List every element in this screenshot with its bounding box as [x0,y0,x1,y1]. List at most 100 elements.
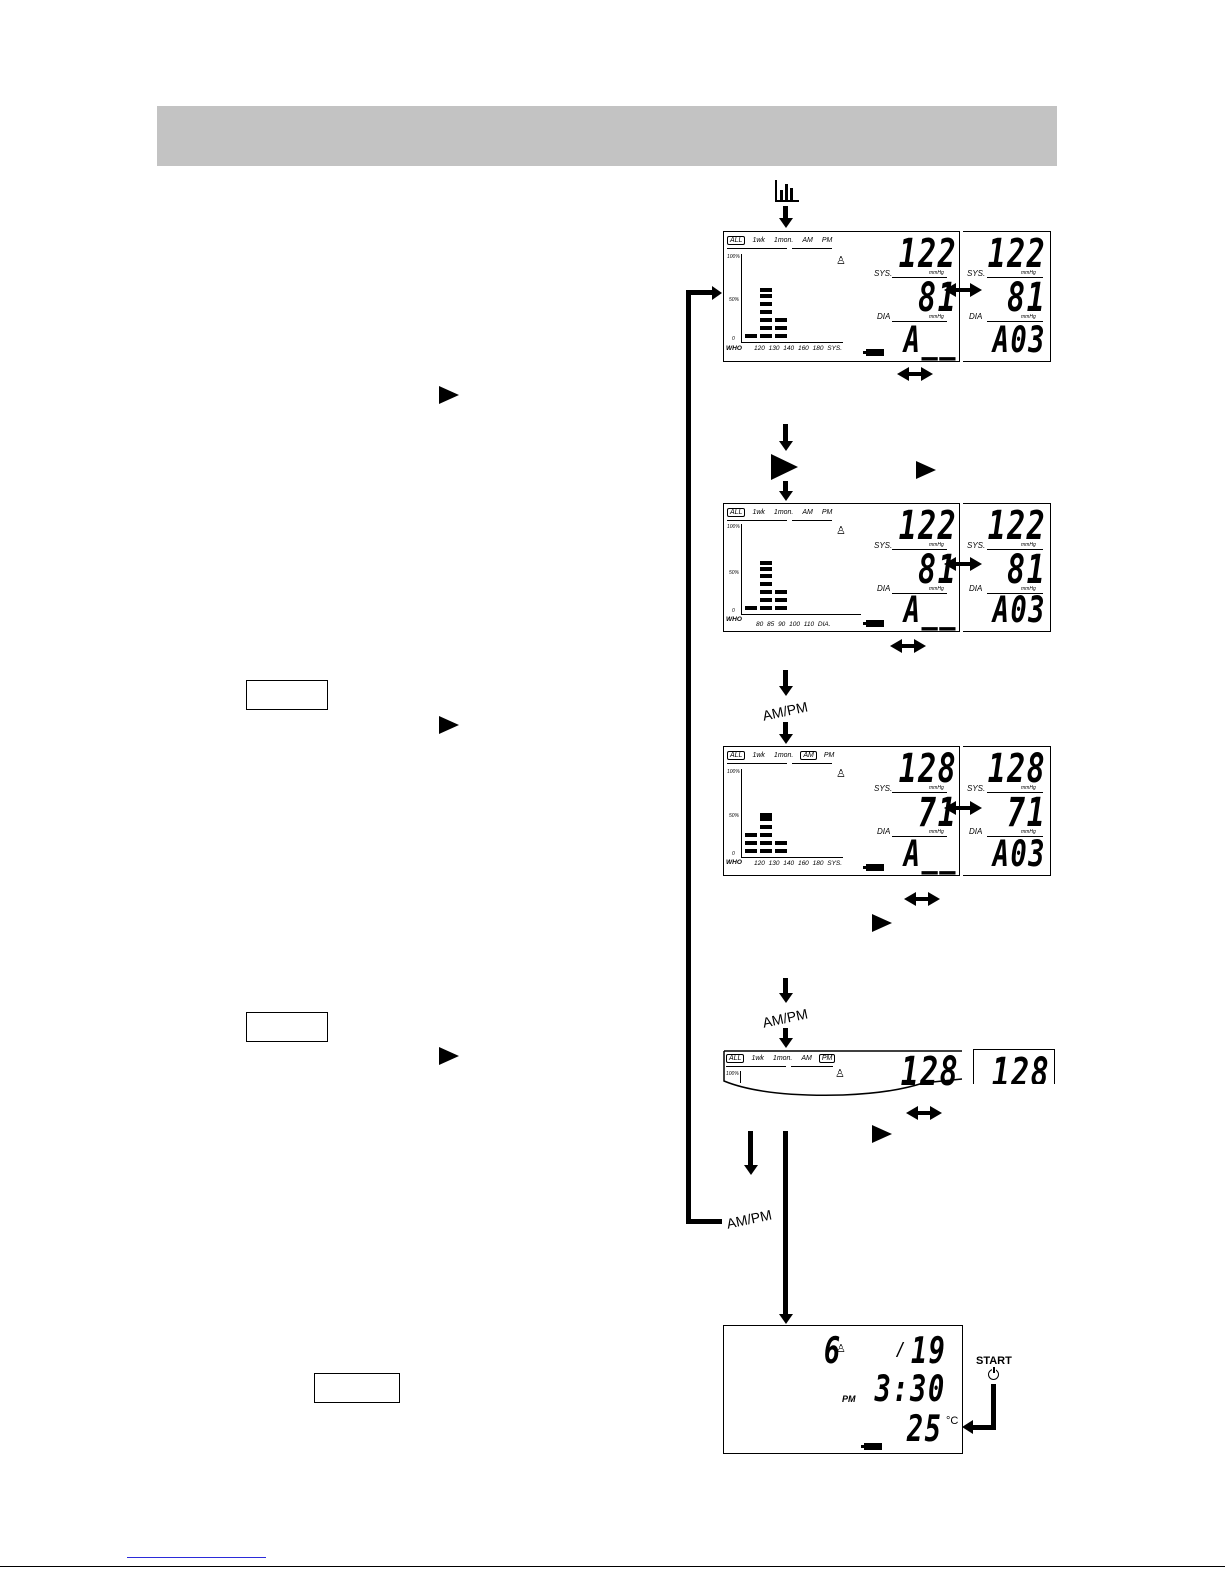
tab-1wk: 1wk [751,1055,764,1062]
lcd-clock-panel: ♙ 6 / 19 PM 3:30 25 °C [723,1325,963,1454]
next-triangle-icon [439,386,459,404]
ampm-button-label: AM/PM [725,1206,774,1232]
toggle-arrow-icon [944,557,982,571]
tab-pm: PM [821,237,833,244]
sys-value: 122 [898,231,957,277]
loop-back-line [686,290,691,1224]
toggle-arrow-icon [904,892,940,906]
flow-arrow-down [783,424,788,442]
tab-1mon: 1mon. [772,1055,793,1062]
memory-code: A03 [992,320,1046,361]
sys-value: 122 [898,503,957,549]
next-triangle-icon [916,461,936,479]
next-triangle-icon [872,1125,892,1143]
arrow-head-icon [779,1038,793,1048]
arrow-head-icon [779,1314,793,1324]
x-axis-ticks: 120 130 140 160 180 SYS. [754,345,843,352]
memory-code: A03 [992,590,1046,631]
tab-1wk: 1wk [752,509,765,516]
user-icon: ♙ [836,768,846,780]
sys-value: 122 [987,503,1046,549]
sys-label: SYS. [967,269,986,278]
battery-icon [863,864,884,871]
tab-all: ALL [727,751,746,760]
torn-panel-outline [723,1050,963,1096]
tab-all: ALL [726,1054,745,1063]
tab-am: AM [800,751,817,760]
tab-am: AM [802,237,813,244]
user-icon: ♙ [836,255,846,267]
toggle-arrow-icon [906,1106,942,1120]
flow-arrow-down [783,722,788,736]
y-label-100: 100% [727,524,740,530]
user-icon: ♙ [835,1068,845,1080]
y-label-100: 100% [727,254,740,260]
sys-label: SYS. [874,269,893,278]
sys-value: 122 [987,231,1046,277]
unit-label: mmHg [1021,586,1036,592]
battery-icon [863,349,884,356]
tab-1mon: 1mon. [773,509,794,516]
unit-label: mmHg [1021,829,1036,835]
tab-pm: PM [823,752,835,759]
arrow-head-icon [779,993,793,1003]
date-month: 6 [824,1331,842,1372]
y-label-0: 0 [732,608,735,614]
date-separator: / [897,1340,903,1362]
ampm-button-label: AM/PM [761,1005,810,1031]
loop-back-line [686,290,714,295]
tab-am: AM [801,1055,812,1062]
button-label-box-2 [246,1012,328,1042]
average-indicator: A__ [903,590,957,631]
who-label: WHO [726,859,742,866]
y-label-100: 100% [727,769,740,775]
ampm-button-label: AM/PM [761,698,810,724]
arrow-head-icon [744,1165,758,1175]
power-icon [988,1366,999,1380]
dia-label: DIA [877,312,891,321]
user-icon: ♙ [836,525,846,537]
dia-label: DIA [877,827,891,836]
button-label-box-3 [314,1373,400,1403]
temperature-value: 25 [906,1409,942,1450]
sys-value: 128 [900,1049,959,1095]
tab-all: ALL [727,236,746,245]
tab-pm: PM [821,509,833,516]
lcd-panel-4-alt: 128 [973,1049,1055,1084]
sys-label: SYS. [967,784,986,793]
unit-label: mmHg [929,270,944,276]
dia-value: 81 [1006,547,1046,593]
who-label: WHO [726,345,742,352]
arrow-head-icon [712,286,722,300]
loop-back-line [686,1219,722,1224]
average-indicator: A__ [903,320,957,361]
y-label-100: 100% [726,1071,739,1077]
clock-time: 3:30 [874,1369,946,1410]
next-triangle-icon [439,716,459,734]
dia-label: DIA [969,312,983,321]
tab-pm: PM [818,1054,836,1063]
y-label-50: 50% [729,813,740,819]
ampm-indicator: PM [842,1394,856,1404]
sys-value: 128 [987,746,1046,792]
footer-link-underline [127,1557,266,1558]
tab-all: ALL [727,508,746,517]
dia-value: 71 [1006,790,1046,836]
start-arrow-line [991,1384,996,1430]
x-axis-ticks: 80 85 90 100 110 DIA. [756,621,831,628]
flow-arrow-down [783,978,788,994]
start-arrow-line [971,1425,996,1430]
sys-label: SYS. [967,541,986,550]
unit-label: mmHg [1021,314,1036,320]
arrow-head-icon [779,734,793,744]
toggle-arrow-icon [944,801,982,815]
user-icon: ♙ [836,1343,846,1355]
period-tabs: ALL 1wk 1mon. AM PM [726,1054,840,1063]
arrow-head-icon [962,1420,973,1434]
temperature-unit: °C [946,1415,959,1427]
toggle-arrow-icon [944,283,982,297]
tab-am: AM [802,509,813,516]
